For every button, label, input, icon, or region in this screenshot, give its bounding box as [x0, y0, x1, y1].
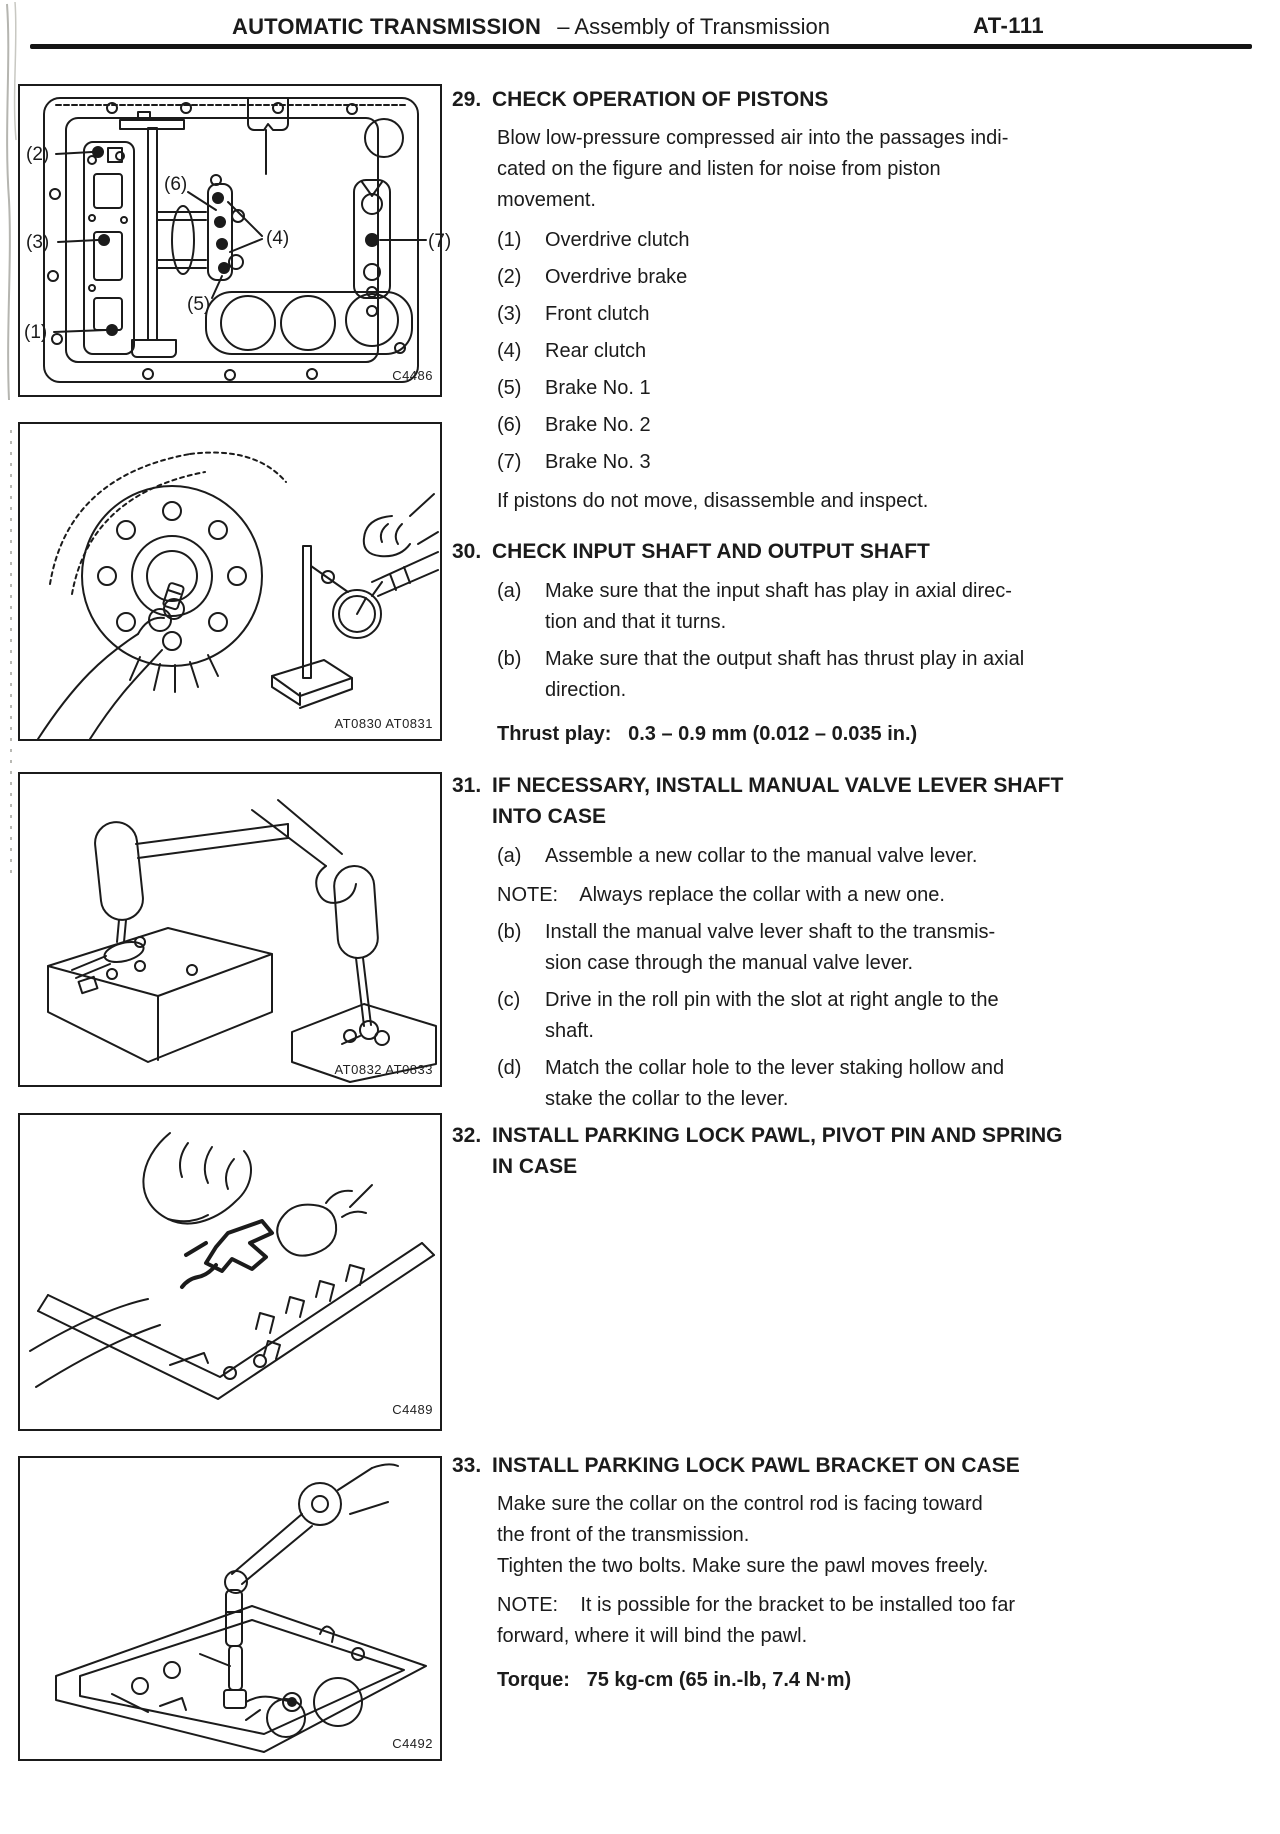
list-item: (1) Overdrive clutch: [497, 225, 1068, 256]
section-heading-row: 32. INSTALL PARKING LOCK PAWL, PIVOT PIN…: [452, 1120, 1068, 1182]
pawl-install-drawing: [29, 1132, 435, 1400]
spec-torque: Torque: 75 kg-cm (65 in.-lb, 7.4 N·m): [497, 1669, 852, 1691]
callout-4-label: (4): [266, 228, 289, 249]
section-heading-row: 30. CHECK INPUT SHAFT AND OUTPUT SHAFT: [452, 536, 1068, 567]
section-30: 30. CHECK INPUT SHAFT AND OUTPUT SHAFT (…: [452, 536, 1068, 750]
callout-5-label: (5): [187, 294, 210, 315]
section-heading: INSTALL PARKING LOCK PAWL, PIVOT PIN AND…: [492, 1124, 1063, 1178]
shaft-check-drawing: [37, 451, 439, 740]
item-marker: (3): [497, 303, 522, 325]
note-paragraph: NOTE: It is possible for the bracket to …: [497, 1594, 1016, 1647]
item-text: Brake No. 1: [545, 377, 651, 399]
note-paragraph: NOTE: Always replace the collar with a n…: [497, 884, 945, 906]
item-text: Overdrive clutch: [545, 229, 690, 251]
list-item: (6) Brake No. 2: [497, 410, 1068, 441]
item-text: Assemble a new collar to the manual valv…: [545, 845, 978, 867]
callout-3-label: (3): [26, 232, 49, 253]
item-text: Brake No. 3: [545, 451, 651, 473]
item-text: Front clutch: [545, 303, 650, 325]
figure-code: C4489: [392, 1402, 433, 1417]
section-number: 31.: [452, 774, 482, 797]
page-header: AUTOMATIC TRANSMISSION – Assembly of Tra…: [232, 14, 830, 40]
list-item: (b) Make sure that the output shaft has …: [497, 644, 1068, 706]
section-29: 29. CHECK OPERATION OF PISTONS Blow low-…: [452, 84, 1068, 517]
item-marker: (5): [497, 377, 522, 399]
figure-code: C4492: [392, 1736, 433, 1751]
figure-box-lever-shaft-install: AT0832 AT0833: [18, 772, 442, 1087]
item-marker: (a): [497, 845, 522, 867]
page-title-sub: – Assembly of Transmission: [557, 14, 830, 39]
section-heading-row: 33. INSTALL PARKING LOCK PAWL BRACKET ON…: [452, 1450, 1068, 1481]
section-heading: CHECK OPERATION OF PISTONS: [492, 88, 829, 111]
item-marker: (2): [497, 266, 522, 288]
item-marker: (d): [497, 1057, 522, 1079]
section-heading-row: 29. CHECK OPERATION OF PISTONS: [452, 84, 1068, 115]
item-text: Brake No. 2: [545, 414, 651, 436]
figure-box-piston-passages: (2) (6) (3) (4) (5) (1) (7) C4486: [18, 84, 451, 397]
item-marker: (c): [497, 989, 521, 1011]
item-marker: (4): [497, 340, 522, 362]
section-heading: INSTALL PARKING LOCK PAWL BRACKET ON CAS…: [492, 1454, 1020, 1477]
item-text: Match the collar hole to the lever staki…: [545, 1057, 1005, 1110]
figure-box-bracket-torque: C4492: [18, 1456, 442, 1761]
item-marker: (a): [497, 580, 522, 602]
callout-2-label: (2): [26, 144, 49, 165]
section-heading: IF NECESSARY, INSTALL MANUAL VALVE LEVER…: [492, 774, 1064, 828]
section-32: 32. INSTALL PARKING LOCK PAWL, PIVOT PIN…: [452, 1120, 1068, 1182]
scan-artifact: [6, 1, 17, 880]
callout-6-label: (6): [164, 174, 187, 195]
item-marker: (7): [497, 451, 522, 473]
piston-passages-drawing: (2) (6) (3) (4) (5) (1) (7): [24, 97, 451, 383]
list-item: (a) Make sure that the input shaft has p…: [497, 576, 1068, 638]
figure-code: AT0832 AT0833: [334, 1062, 433, 1077]
list-item: (c) Drive in the roll pin with the slot …: [497, 985, 1068, 1047]
list-item: (a) Assemble a new collar to the manual …: [497, 841, 1068, 872]
item-text: Make sure that the input shaft has play …: [545, 580, 1012, 633]
figure-code: AT0830 AT0831: [334, 716, 433, 731]
callout-1-label: (1): [24, 322, 47, 343]
item-text: Install the manual valve lever shaft to …: [545, 921, 996, 974]
page-number: AT-111: [973, 13, 1045, 38]
item-text: Make sure that the output shaft has thru…: [545, 648, 1025, 701]
item-marker: (b): [497, 648, 522, 670]
list-item: (4) Rear clutch: [497, 336, 1068, 367]
list-item: (2) Overdrive brake: [497, 262, 1068, 293]
paragraph-body: Make sure the collar on the control rod …: [497, 1493, 989, 1577]
page-title-main: AUTOMATIC TRANSMISSION: [232, 14, 542, 39]
bracket-torque-drawing: [55, 1463, 427, 1753]
section-number: 30.: [452, 540, 482, 563]
list-item: (7) Brake No. 3: [497, 447, 1068, 478]
section-number: 33.: [452, 1454, 482, 1477]
figure-box-pawl-install: C4489: [18, 1113, 442, 1431]
list-item: (b) Install the manual valve lever shaft…: [497, 917, 1068, 979]
section-31: 31. IF NECESSARY, INSTALL MANUAL VALVE L…: [452, 770, 1068, 1115]
figure-code: C4486: [392, 368, 433, 383]
item-text: Drive in the roll pin with the slot at r…: [545, 989, 999, 1042]
section-33: 33. INSTALL PARKING LOCK PAWL BRACKET ON…: [452, 1450, 1068, 1696]
spec-thrust-play: Thrust play: 0.3 – 0.9 mm (0.012 – 0.035…: [497, 723, 918, 745]
section-heading: CHECK INPUT SHAFT AND OUTPUT SHAFT: [492, 540, 930, 563]
section-number: 32.: [452, 1124, 482, 1147]
item-text: Overdrive brake: [545, 266, 688, 288]
paragraph-intro: Blow low-pressure compressed air into th…: [497, 127, 1009, 211]
section-heading-row: 31. IF NECESSARY, INSTALL MANUAL VALVE L…: [452, 770, 1068, 832]
item-marker: (1): [497, 229, 522, 251]
paragraph-outro: If pistons do not move, disassemble and …: [497, 490, 929, 512]
header-rule: [30, 44, 1252, 49]
item-text: Rear clutch: [545, 340, 647, 362]
section-number: 29.: [452, 88, 482, 111]
item-marker: (6): [497, 414, 522, 436]
list-item: (d) Match the collar hole to the lever s…: [497, 1053, 1068, 1115]
callout-7-label: (7): [428, 231, 451, 252]
item-marker: (b): [497, 921, 522, 943]
list-item: (3) Front clutch: [497, 299, 1068, 330]
lever-shaft-drawing: [47, 799, 437, 1083]
list-item: (5) Brake No. 1: [497, 373, 1068, 404]
figure-box-shaft-check: AT0830 AT0831: [18, 422, 442, 741]
